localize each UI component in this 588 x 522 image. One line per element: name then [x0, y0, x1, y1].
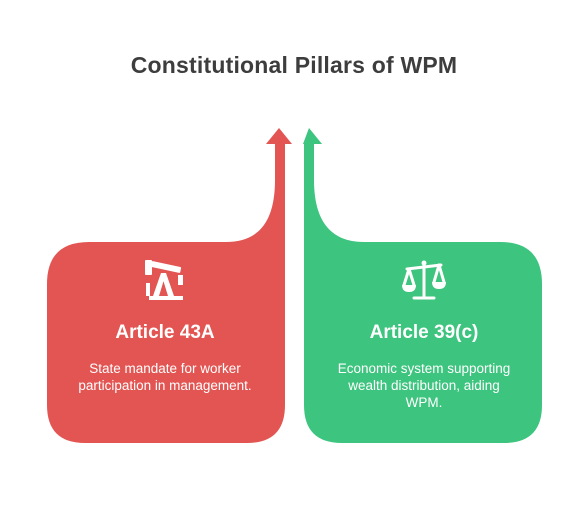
- oil-pump-icon: [145, 260, 183, 300]
- balance-scale-icon: [402, 260, 446, 300]
- card-article-39c: Article 39(c) Economic system supporting…: [306, 255, 542, 411]
- page-title: Constitutional Pillars of WPM: [130, 52, 458, 78]
- card-title: Article 39(c): [369, 322, 479, 343]
- card-title: Article 43A: [115, 322, 215, 343]
- card-description: State mandate for worker participation i…: [78, 361, 252, 393]
- card-article-43a: Article 43A State mandate for worker par…: [47, 255, 283, 394]
- card-description: Economic system supporting wealth distri…: [337, 361, 511, 410]
